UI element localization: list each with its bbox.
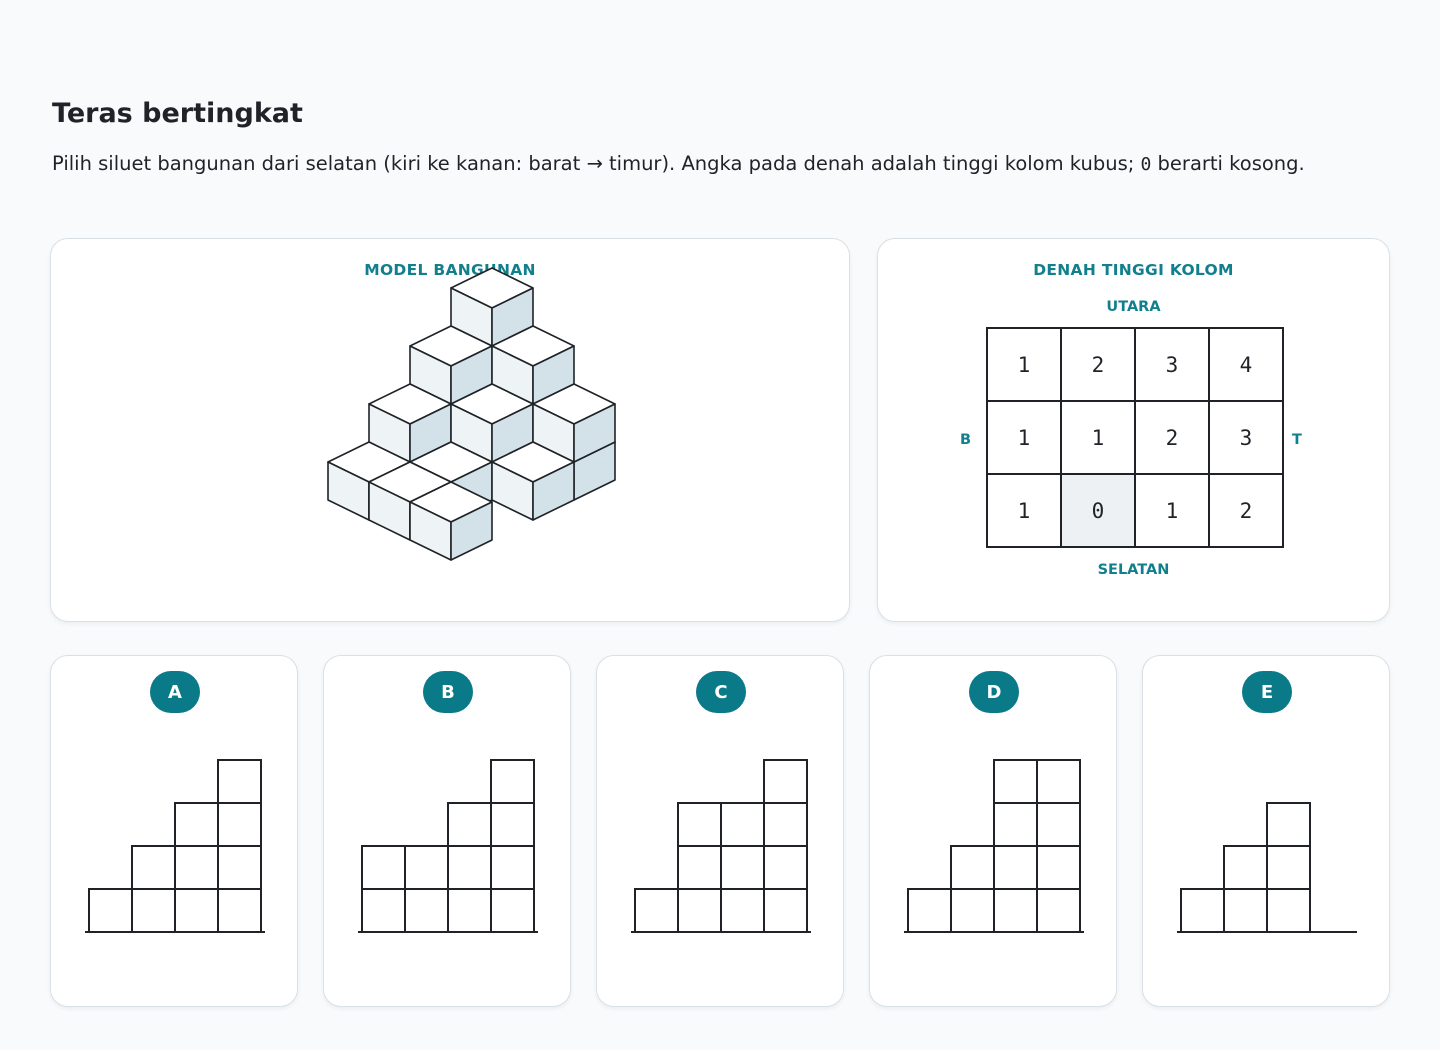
- silhouette-cube: [447, 845, 492, 890]
- silhouette-cube: [907, 888, 952, 933]
- silhouette-cube: [993, 888, 1038, 933]
- silhouette-cube: [720, 802, 765, 847]
- grid-cell: 1: [986, 327, 1062, 402]
- grid-cell: 3: [1134, 327, 1210, 402]
- page-title: Teras bertingkat: [52, 98, 303, 129]
- option-badge: A: [150, 671, 200, 713]
- silhouette-cube: [88, 888, 133, 933]
- silhouette-cube: [993, 802, 1038, 847]
- option-badge: E: [1242, 671, 1292, 713]
- cube-south-face: [573, 403, 616, 463]
- silhouette-cube: [1036, 759, 1081, 804]
- grid-cell: 2: [1208, 473, 1284, 548]
- silhouette-cube: [1223, 845, 1268, 890]
- silhouette-cube: [1266, 802, 1311, 847]
- option-card-c[interactable]: C: [596, 655, 844, 1007]
- silhouette-cube: [447, 888, 492, 933]
- isometric-building-model: [327, 267, 616, 561]
- grid-cell: 3: [1208, 400, 1284, 475]
- option-badge: C: [696, 671, 746, 713]
- silhouette-view: [1177, 802, 1357, 933]
- silhouette-cube: [1036, 802, 1081, 847]
- silhouette-cube: [763, 888, 808, 933]
- cube-south-face: [450, 501, 493, 561]
- compass-north: UTARA: [1106, 299, 1161, 315]
- instructions-text-1: Pilih siluet bangunan dari selatan (kiri…: [52, 152, 1141, 175]
- silhouette-cube: [131, 845, 176, 890]
- silhouette-cube: [490, 888, 535, 933]
- silhouette-cube: [720, 888, 765, 933]
- silhouette-view: [85, 759, 265, 933]
- instructions-text-2: berarti kosong.: [1151, 152, 1305, 175]
- silhouette-cube: [404, 888, 449, 933]
- instructions: Pilih siluet bangunan dari selatan (kiri…: [52, 152, 1305, 175]
- compass-west: B: [960, 432, 972, 448]
- silhouette-view: [358, 759, 538, 933]
- silhouette-cube: [763, 845, 808, 890]
- silhouette-cube: [490, 845, 535, 890]
- option-card-a[interactable]: A: [50, 655, 298, 1007]
- compass-south: SELATAN: [1097, 562, 1170, 578]
- silhouette-cube: [174, 888, 219, 933]
- option-card-e[interactable]: E: [1142, 655, 1390, 1007]
- silhouette-cube: [1036, 888, 1081, 933]
- silhouette-cube: [677, 888, 722, 933]
- compass-east: T: [1292, 432, 1302, 448]
- silhouette-cube: [677, 845, 722, 890]
- silhouette-cube: [720, 845, 765, 890]
- silhouette-cube: [447, 802, 492, 847]
- silhouette-cube: [490, 759, 535, 804]
- grid-cell: 1: [986, 400, 1062, 475]
- grid-cell: 2: [1134, 400, 1210, 475]
- instructions-zero: 0: [1140, 154, 1152, 175]
- grid-row-south: 1 0 1 2: [986, 473, 1284, 548]
- silhouette-view: [904, 759, 1084, 933]
- silhouette-cube: [993, 845, 1038, 890]
- silhouette-view: [631, 759, 811, 933]
- option-card-d[interactable]: D: [869, 655, 1117, 1007]
- cube-south-face: [532, 461, 575, 521]
- silhouette-cube: [634, 888, 679, 933]
- plan-panel: DENAH TINGGI KOLOM UTARA SELATAN B T 1 2…: [877, 238, 1390, 622]
- silhouette-cube: [131, 888, 176, 933]
- silhouette-cube: [993, 759, 1038, 804]
- silhouette-cube: [217, 845, 262, 890]
- grid-cell: 1: [1134, 473, 1210, 548]
- silhouette-cube: [217, 802, 262, 847]
- plan-panel-title: DENAH TINGGI KOLOM: [1033, 261, 1234, 279]
- silhouette-cube: [490, 802, 535, 847]
- silhouette-cube: [763, 759, 808, 804]
- silhouette-cube: [217, 759, 262, 804]
- silhouette-cube: [1180, 888, 1225, 933]
- option-badge: B: [423, 671, 473, 713]
- silhouette-cube: [217, 888, 262, 933]
- silhouette-cube: [1223, 888, 1268, 933]
- silhouette-cube: [677, 802, 722, 847]
- grid-row-middle: 1 1 2 3: [986, 400, 1284, 475]
- silhouette-cube: [404, 845, 449, 890]
- silhouette-cube: [174, 802, 219, 847]
- silhouette-cube: [950, 845, 995, 890]
- silhouette-cube: [950, 888, 995, 933]
- silhouette-cube: [361, 845, 406, 890]
- option-card-b[interactable]: B: [323, 655, 571, 1007]
- grid-cell: 1: [1060, 400, 1136, 475]
- silhouette-cube: [361, 888, 406, 933]
- silhouette-cube: [1036, 845, 1081, 890]
- silhouette-cube: [1266, 845, 1311, 890]
- model-panel: MODEL BANGUNAN: [50, 238, 850, 622]
- grid-cell: 1: [986, 473, 1062, 548]
- grid-cell: 4: [1208, 327, 1284, 402]
- option-badge: D: [969, 671, 1019, 713]
- silhouette-cube: [1266, 888, 1311, 933]
- height-map-grid: 1 2 3 4 1 1 2 3 1 0 1 2: [986, 327, 1284, 548]
- grid-cell: 2: [1060, 327, 1136, 402]
- grid-row-north: 1 2 3 4: [986, 327, 1284, 402]
- silhouette-cube: [174, 845, 219, 890]
- silhouette-cube: [763, 802, 808, 847]
- grid-cell-empty: 0: [1060, 473, 1136, 548]
